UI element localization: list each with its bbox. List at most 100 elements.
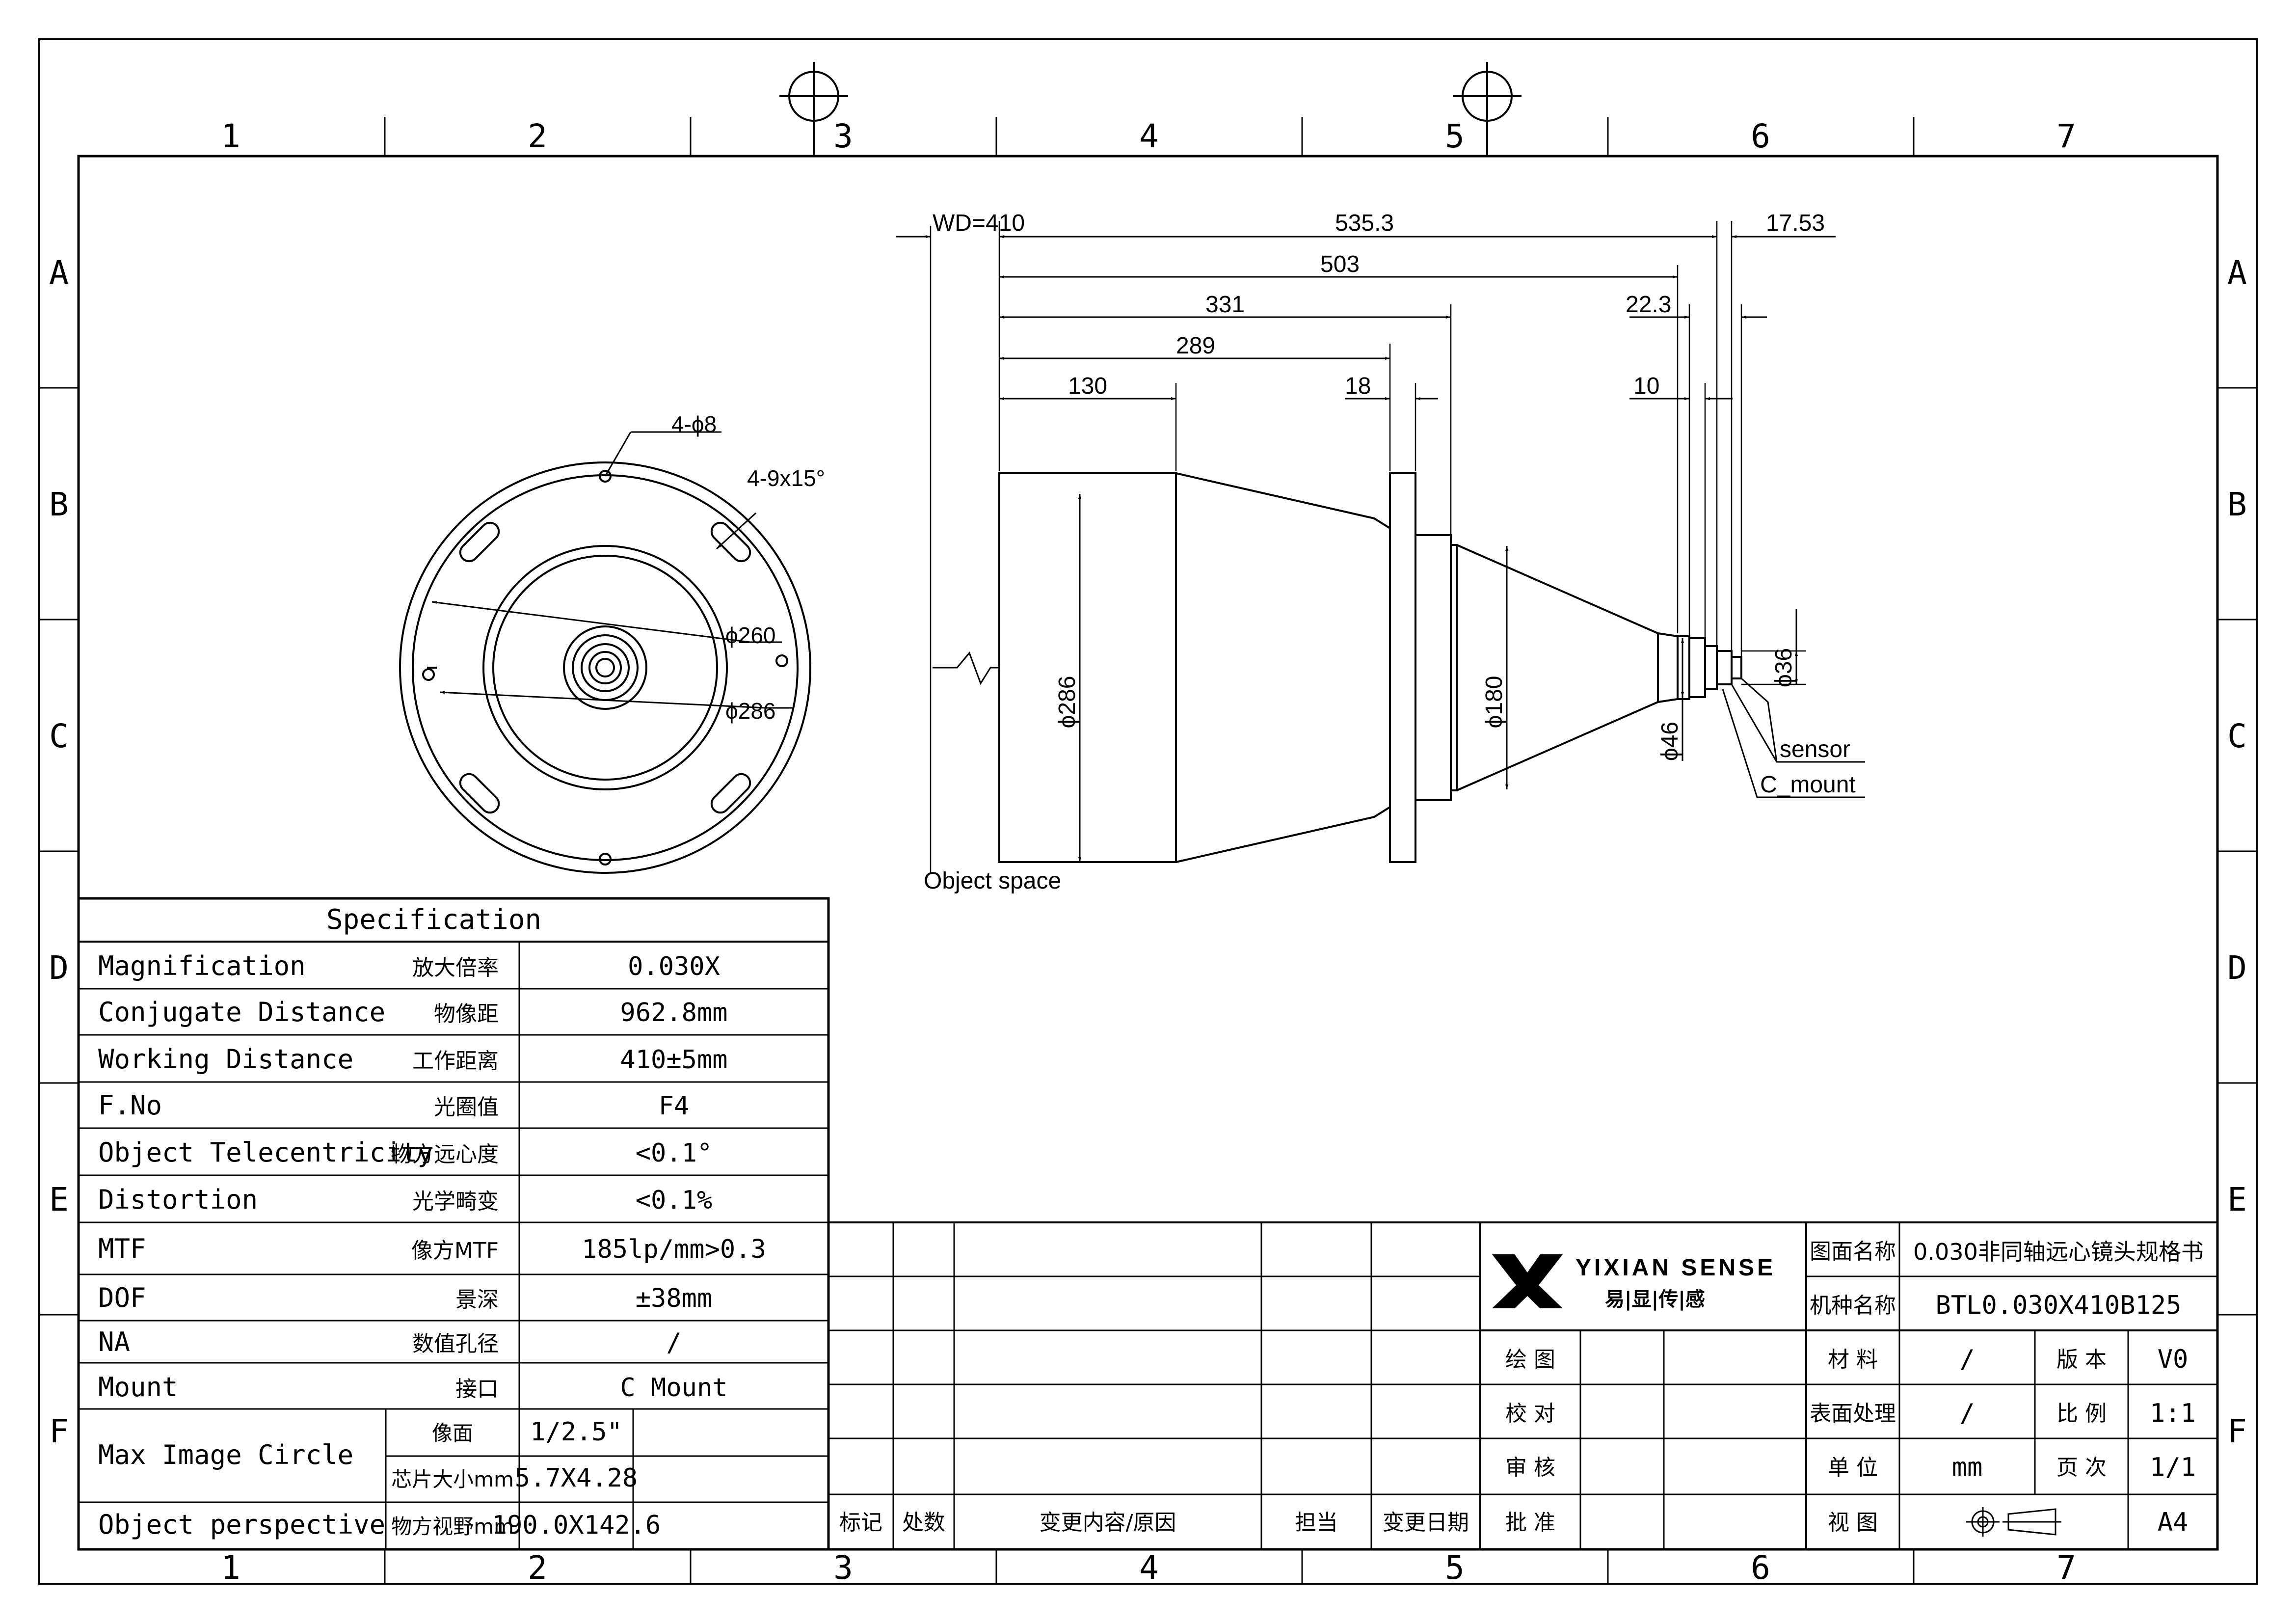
mount-slot: [710, 521, 751, 563]
spec-row-label: Object Telecentricity: [98, 1137, 433, 1168]
d503-dimension: 503: [1320, 251, 1360, 277]
side-view-extension-lines: [930, 221, 1806, 874]
dia286-dimension: ϕ286: [725, 698, 776, 724]
spec-english-labels: Magnification Conjugate Distance Working…: [98, 950, 433, 1540]
col-label-bottom: 6: [1751, 1549, 1770, 1587]
side36-dimension: ϕ36: [1771, 648, 1797, 687]
model-label: 机种名称: [1810, 1293, 1896, 1318]
spec-row-label: Working Distance: [98, 1044, 353, 1075]
row-label-right: D: [2227, 949, 2247, 987]
model-name: BTL0.030X410B125: [1936, 1291, 2182, 1320]
spec-row-label: F.No: [98, 1090, 162, 1121]
revision-header: 变更内容/原因: [1040, 1510, 1176, 1535]
sheet-size: A4: [2158, 1508, 2189, 1537]
centering-mark-icon: [1453, 62, 1522, 156]
row-label-left: E: [49, 1181, 69, 1218]
unit-label: 单 位: [1828, 1455, 1878, 1480]
brand-name: YIXIAN SENSE: [1575, 1255, 1776, 1281]
version-value: V0: [2158, 1345, 2189, 1374]
surface-label: 表面处理: [1810, 1401, 1896, 1426]
spec-value: <0.1°: [636, 1138, 713, 1168]
spec-row-label: Magnification: [98, 950, 306, 981]
spec-value: 410±5mm: [620, 1045, 727, 1075]
d17-dimension: 17.53: [1766, 210, 1825, 236]
holes-dimension: 4-ϕ8: [671, 411, 717, 437]
spec-value: 962.8mm: [620, 998, 727, 1028]
material-value: /: [1959, 1345, 1975, 1374]
side180-dimension: ϕ180: [1481, 676, 1507, 729]
spec-row-label: Distortion: [98, 1184, 258, 1215]
revision-table-lines: [828, 1221, 1481, 1549]
brand-logo: YIXIAN SENSE 易|显|传|感: [1492, 1254, 1776, 1311]
side286-dimension: ϕ286: [1054, 676, 1080, 729]
col-label-bottom: 4: [1139, 1549, 1159, 1587]
revision-header: 处数: [902, 1510, 945, 1535]
revision-header: 变更日期: [1383, 1510, 1469, 1535]
spec-table-lines: [77, 897, 830, 1551]
view-label: 视 图: [1828, 1510, 1878, 1535]
d130-dimension: 130: [1068, 373, 1107, 399]
side-view-dimension-lines: [896, 235, 1865, 862]
review-label: 审 核: [1505, 1455, 1555, 1480]
d18-dimension: 18: [1345, 373, 1371, 399]
spec-row-label-cn: 物像距: [434, 1001, 499, 1027]
row-label-left: C: [49, 717, 69, 755]
row-label-right: A: [2227, 254, 2247, 292]
spec-value: 5.7X4.28: [515, 1463, 638, 1493]
col-label-top: 2: [528, 117, 547, 155]
mount-slot: [710, 773, 751, 814]
row-label-right: B: [2227, 486, 2247, 523]
slots-dimension: 4-9x15°: [747, 465, 825, 491]
spec-value: 0.030X: [628, 952, 720, 981]
spec-value: 1/2.5": [530, 1417, 622, 1447]
zone-dividers: [39, 117, 2257, 1584]
col-label-bottom: 5: [1445, 1549, 1465, 1587]
drawing-name: 0.030非同轴远心镜头规格书: [1913, 1239, 2204, 1265]
mount-slot: [459, 521, 500, 563]
spec-table: Specification Magnification Conjugate Di…: [98, 904, 766, 1540]
mount-hole: [422, 668, 435, 681]
spec-value: ±38mm: [636, 1284, 713, 1313]
spec-value: 185lp/mm>0.3: [582, 1235, 766, 1264]
spec-sub-label: 物方视野mm: [391, 1515, 514, 1539]
side-view-labels: WD=410 535.3 17.53 503 331 22.3 289 130 …: [924, 210, 1856, 894]
material-label: 材 料: [1828, 1347, 1878, 1372]
spec-row-label: Object perspective: [98, 1509, 385, 1540]
spec-value: <0.1%: [636, 1186, 713, 1215]
col-label-top: 6: [1751, 117, 1770, 155]
spec-value: /: [666, 1328, 681, 1357]
spec-value: F4: [659, 1091, 690, 1121]
wd-dimension: WD=410: [933, 210, 1025, 236]
row-label-left: A: [49, 254, 69, 292]
spec-value: 190.0X142.6: [492, 1511, 661, 1540]
page-label: 页 次: [2056, 1455, 2107, 1480]
brand-name-cn: 易|显|传|感: [1605, 1288, 1705, 1311]
mount-hole: [775, 654, 788, 667]
row-label-right: E: [2227, 1181, 2247, 1218]
revision-headers: 标记 处数 变更内容/原因 担当 变更日期: [839, 1510, 1469, 1535]
spec-row-label-cn: 接口: [455, 1377, 499, 1402]
col-label-top: 7: [2056, 117, 2076, 155]
spec-row-label-cn: 数值孔径: [412, 1331, 499, 1356]
version-label: 版 本: [2056, 1347, 2107, 1372]
front-view: [399, 461, 811, 874]
side46-dimension: ϕ46: [1657, 722, 1683, 761]
d535-dimension: 535.3: [1335, 210, 1394, 236]
check-label: 校 对: [1505, 1401, 1555, 1426]
title-block-values: 0.030非同轴远心镜头规格书 BTL0.030X410B125 / / mm …: [1913, 1239, 2204, 1537]
spec-row-label-cn: 工作距离: [412, 1049, 499, 1074]
front-view-dimension-lines: [431, 431, 794, 709]
row-label-left: D: [49, 949, 69, 987]
col-label-bottom: 3: [833, 1549, 853, 1587]
projection-symbol-icon: [1966, 1507, 2061, 1537]
spec-row-label: Conjugate Distance: [98, 997, 385, 1028]
col-label-top: 3: [833, 117, 853, 155]
c-mount-label: C_mount: [1760, 772, 1856, 798]
scale-value: 1:1: [2150, 1399, 2196, 1428]
title-block-labels: 图面名称 机种名称 绘 图 校 对 审 核 批 准 材 料 表面处理 单 位 视…: [1505, 1239, 2107, 1535]
spec-row-label-cn: 放大倍率: [412, 955, 499, 980]
brand-x-logo-icon: [1492, 1254, 1563, 1308]
object-space-label: Object space: [924, 868, 1061, 894]
revision-header: 担当: [1295, 1510, 1338, 1535]
